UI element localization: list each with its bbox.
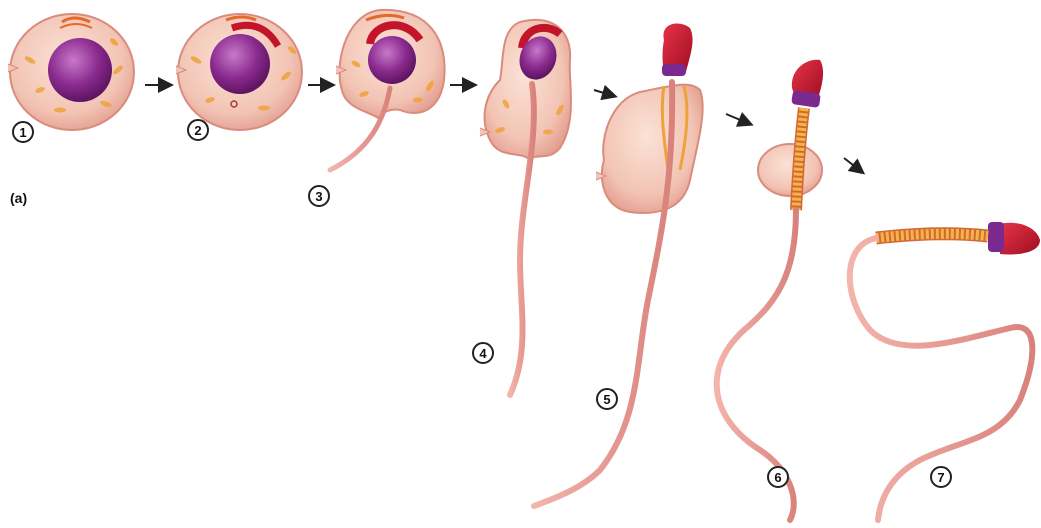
arrow-6-7 [844, 158, 862, 172]
stage-number-1: 1 [12, 121, 34, 143]
arrow-5-6 [726, 114, 750, 124]
arrow-4-5 [594, 90, 614, 96]
stage-2-cell [176, 14, 302, 130]
stage-number-6: 6 [767, 466, 789, 488]
stage-number-5: 5 [596, 388, 618, 410]
stage-1-cell [8, 14, 134, 130]
stage-number-7: 7 [930, 466, 952, 488]
stage-4-cell [480, 20, 571, 395]
stage-number-3: 3 [308, 185, 330, 207]
stage-number-4: 4 [472, 342, 494, 364]
panel-label: (a) [10, 190, 27, 206]
stage-3-cell [330, 10, 445, 170]
stage-number-2: 2 [187, 119, 209, 141]
stage-6-cell [717, 60, 823, 520]
